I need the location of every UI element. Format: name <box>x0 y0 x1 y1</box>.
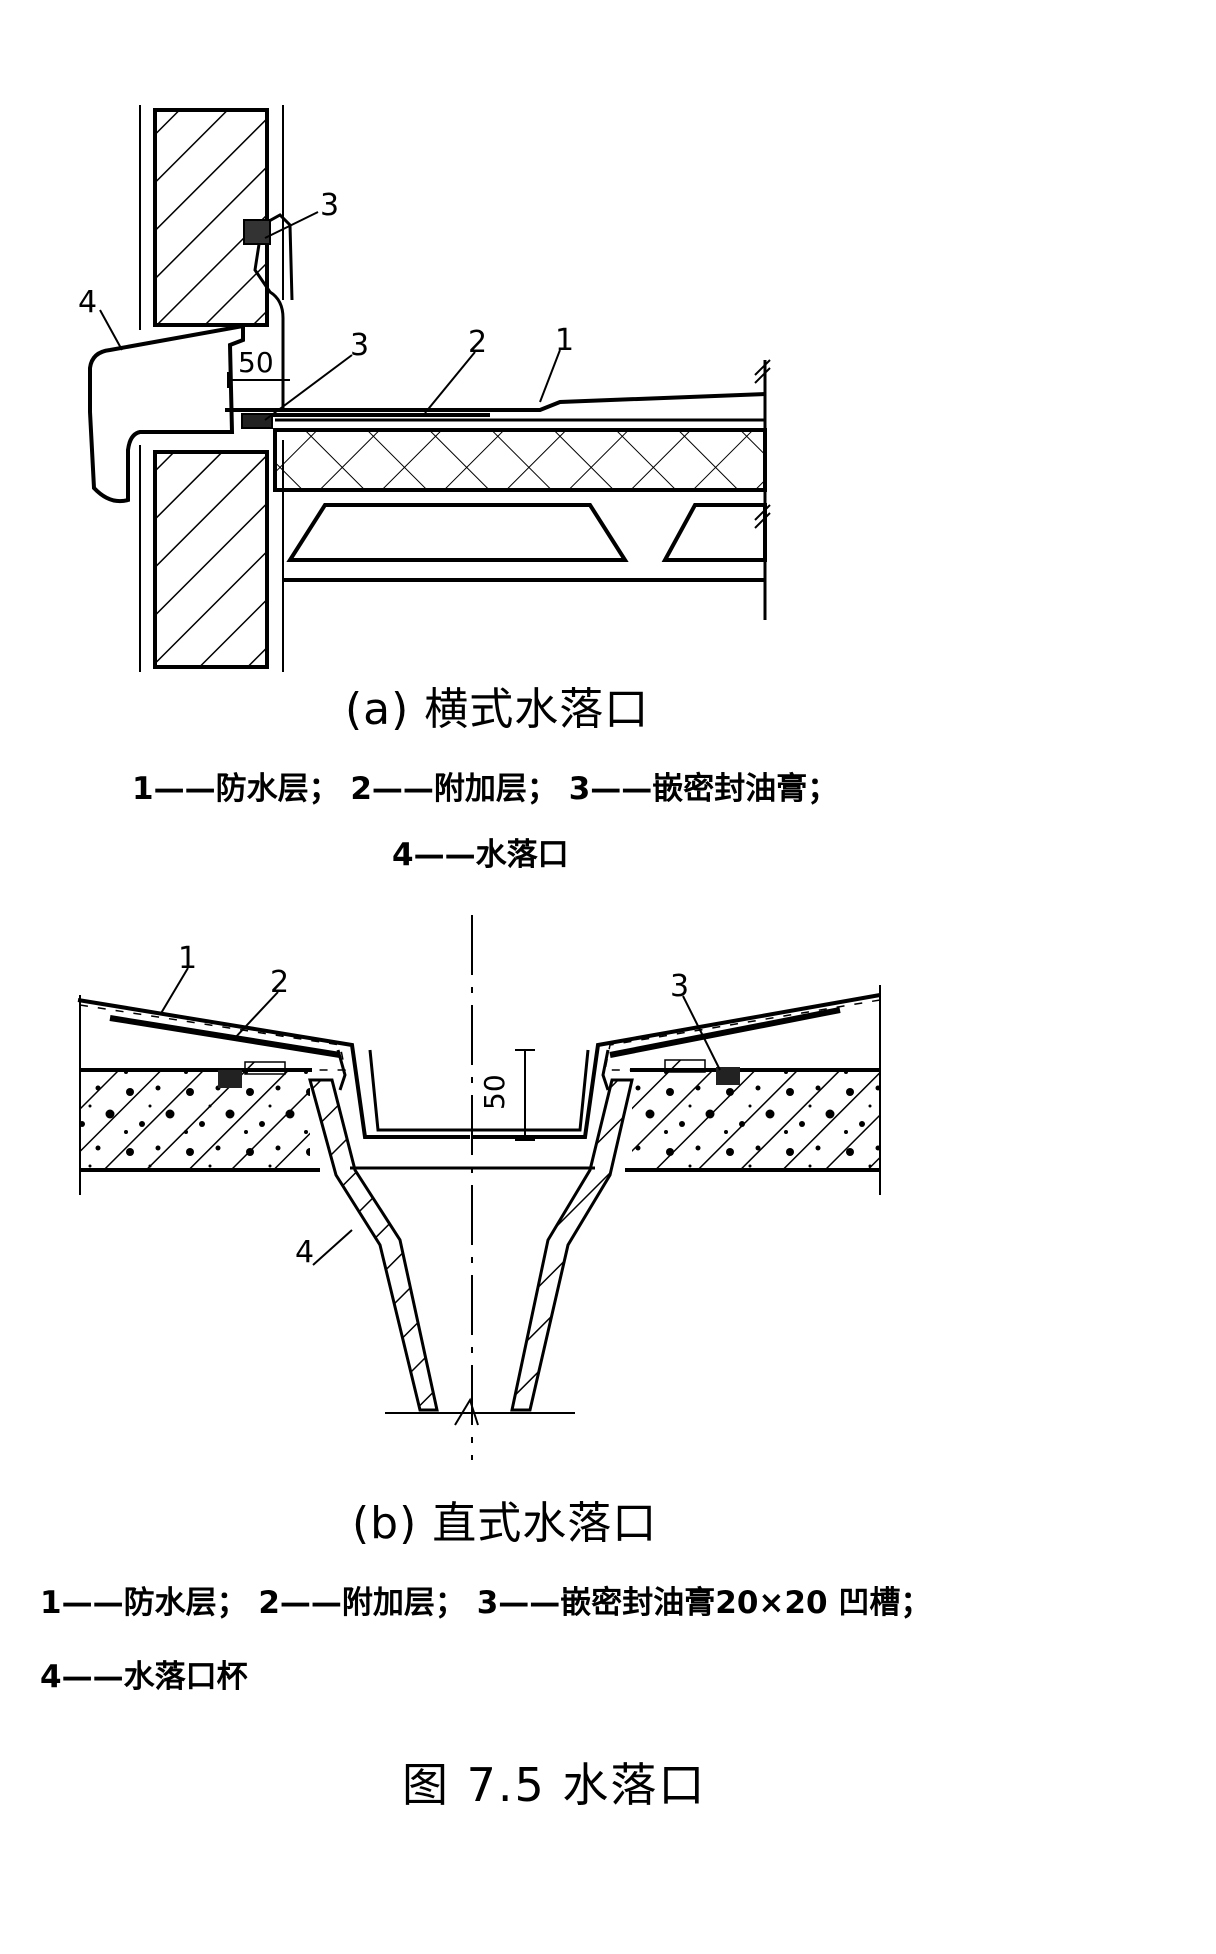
sealant-left <box>218 1070 242 1088</box>
slab-void-2 <box>661 503 767 562</box>
callout-b-2: 2 <box>270 965 289 1000</box>
caption-a: (a) 横式水落口 <box>345 684 650 735</box>
waterproof-layer-left <box>77 998 470 1139</box>
legend-b-line1: 1——防水层； 2——附加层； 3——嵌密封油膏20×20 凹槽； <box>40 1585 932 1621</box>
callout-4: 4 <box>78 285 97 320</box>
callout-3-mid: 3 <box>350 328 369 363</box>
dimension-50-b: 50 <box>478 1074 511 1110</box>
upper-brick-wall <box>153 108 269 327</box>
sealant-upper <box>243 219 271 245</box>
drain-outlet-horizontal <box>88 323 245 504</box>
legend-a-line1: 1——防水层； 2——附加层； 3——嵌密封油膏； <box>132 771 839 807</box>
diagram-b-vertical-drain: 50 1 2 3 4 <box>77 915 881 1460</box>
waterproof-layer <box>225 392 766 412</box>
lower-brick-wall <box>153 450 269 669</box>
callout-b-4: 4 <box>295 1235 314 1270</box>
waterproof-layer-right <box>472 993 881 1139</box>
drain-cup-right-wall <box>510 1078 634 1412</box>
callout-2: 2 <box>468 325 487 360</box>
callout-3-top: 3 <box>320 188 339 223</box>
sealant-right <box>716 1067 740 1085</box>
drain-cup-left-wall <box>308 1078 439 1412</box>
sealant-lower <box>241 413 273 429</box>
slab-void-1 <box>286 503 629 562</box>
callout-b-3: 3 <box>670 969 689 1004</box>
caption-b: (b) 直式水落口 <box>352 1498 658 1549</box>
figure-title: 图 7.5 水落口 <box>402 1758 707 1812</box>
callout-1: 1 <box>555 323 574 358</box>
legend-a-line2: 4——水落口 <box>392 837 569 873</box>
dimension-50-a: 50 <box>238 346 274 379</box>
diagram-a-horizontal-drain: 50 3 4 3 2 1 <box>78 105 771 672</box>
callout-b-1: 1 <box>178 941 197 976</box>
insulation-layer <box>273 428 767 492</box>
legend-b-line2: 4——水落口杯 <box>40 1659 248 1695</box>
